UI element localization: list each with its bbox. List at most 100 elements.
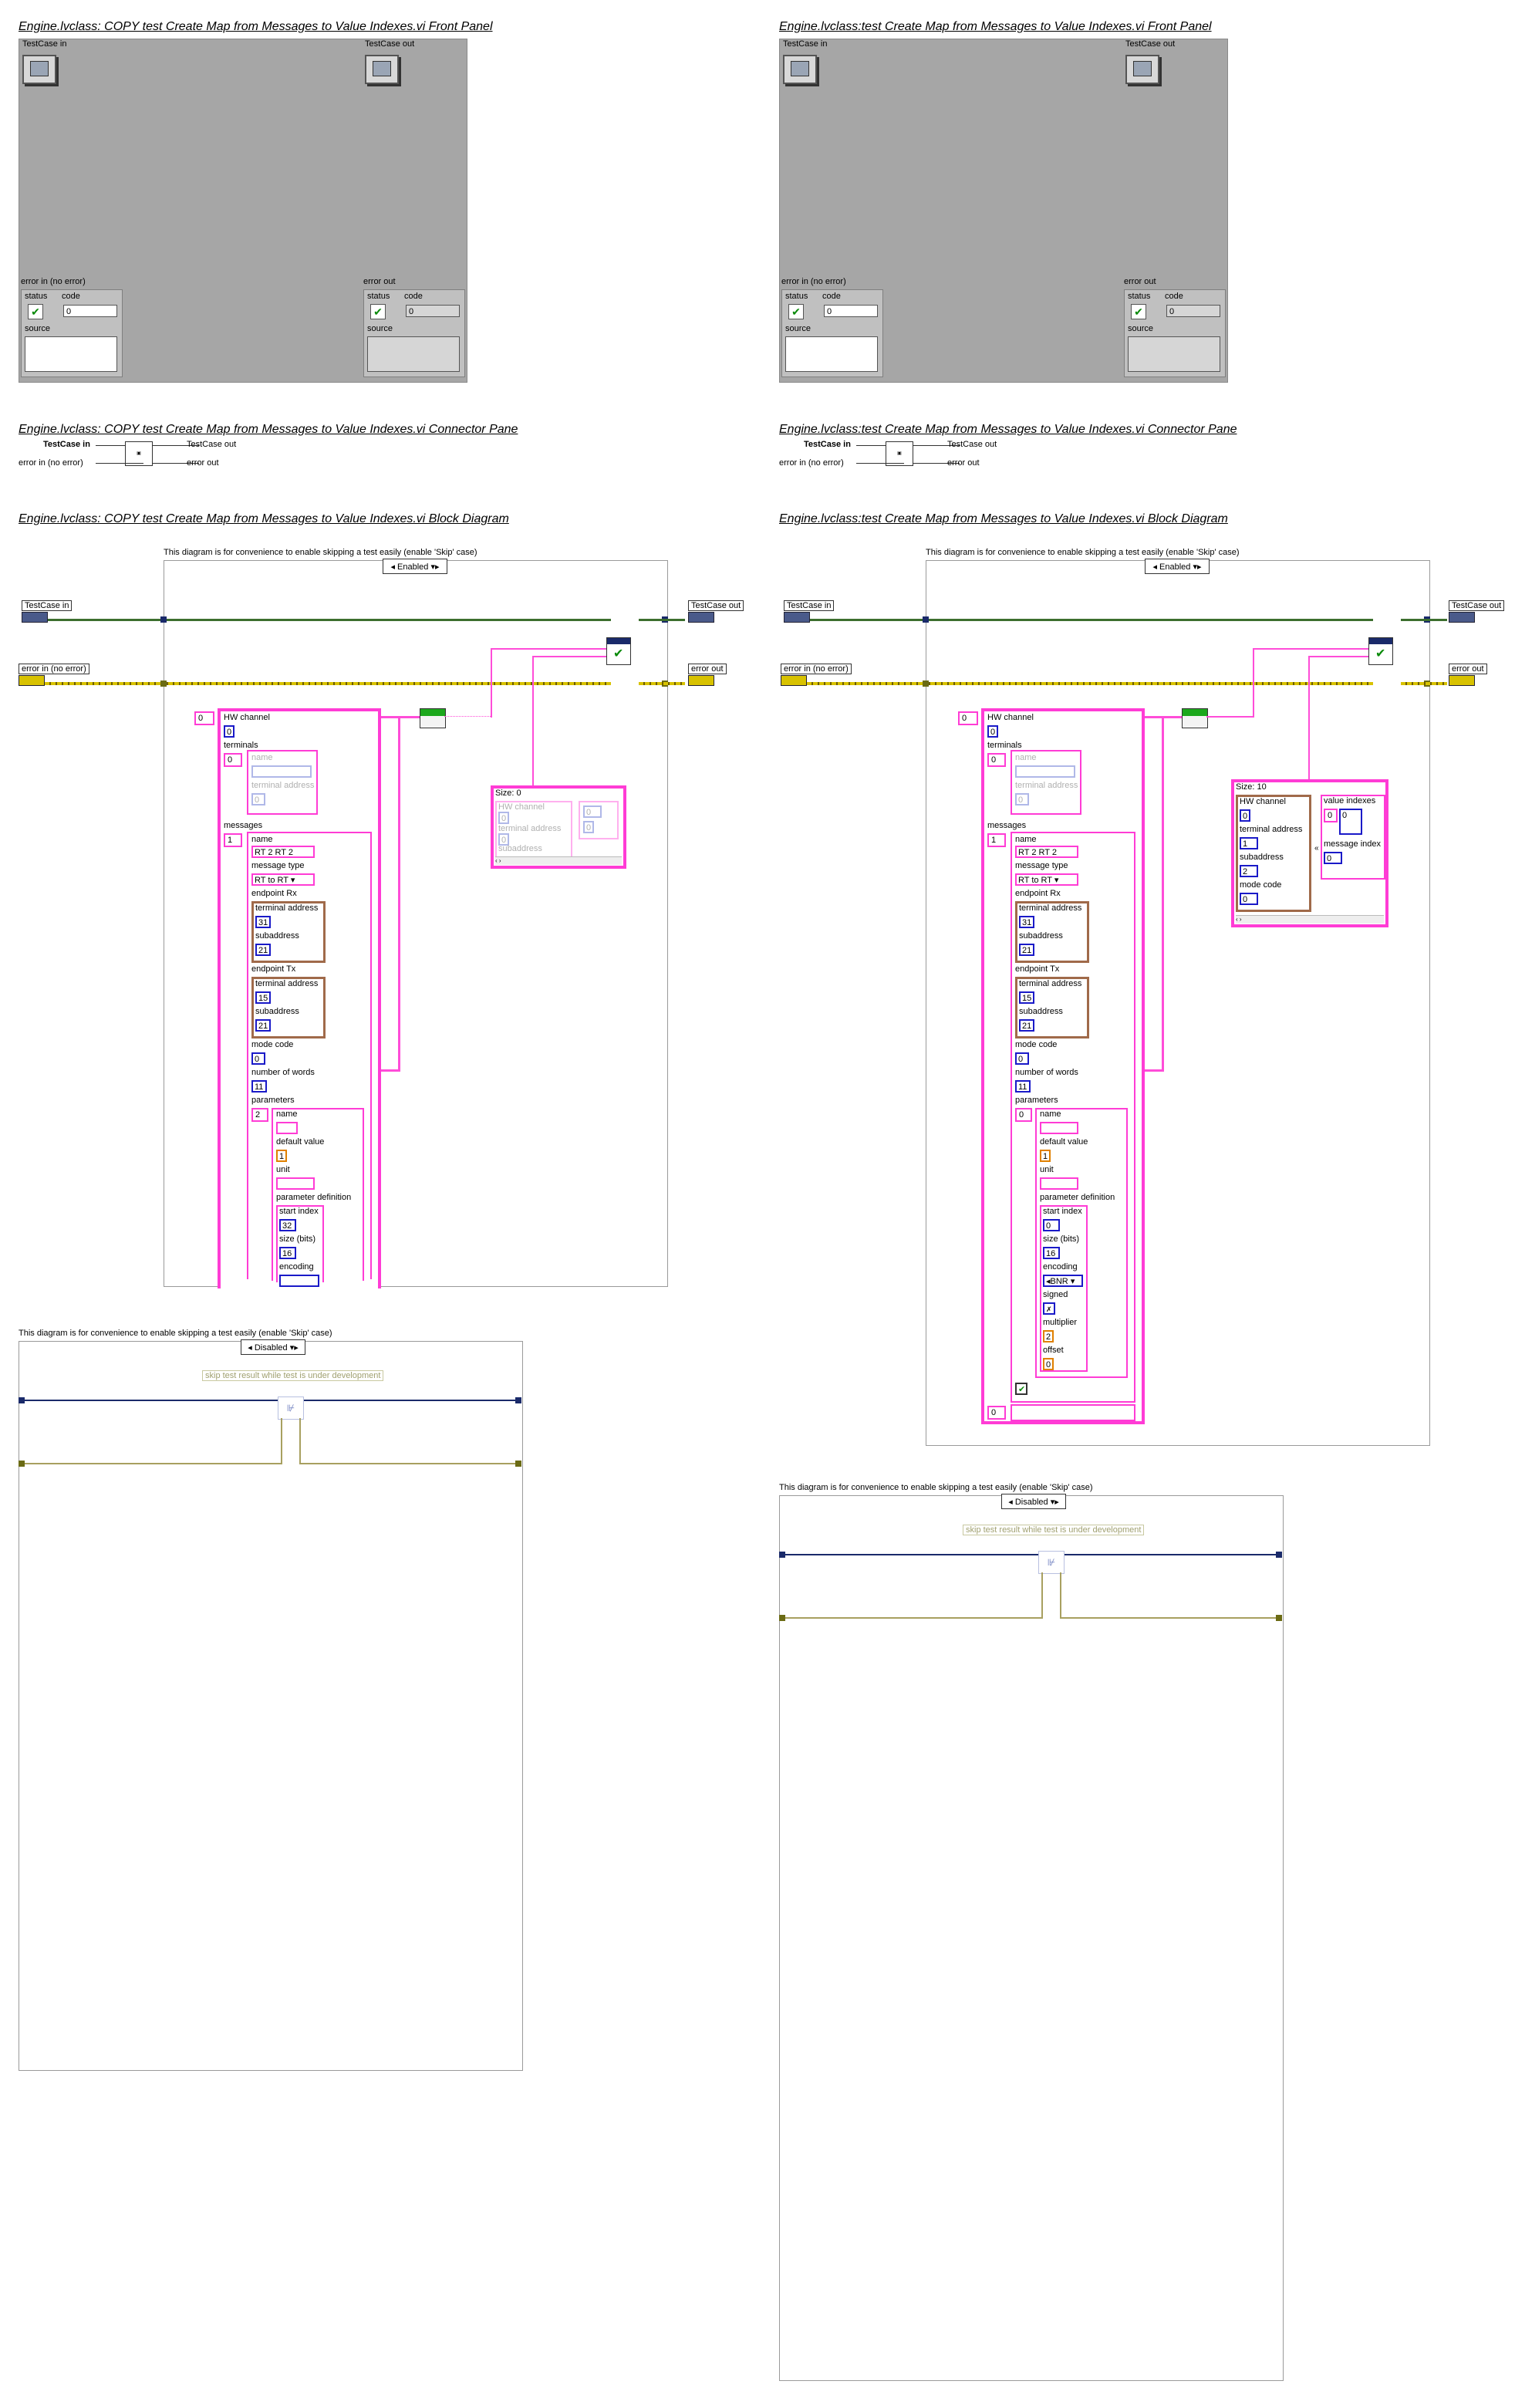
terminal-address-field[interactable]: 1 <box>1240 837 1258 849</box>
endpoint-tx-cluster[interactable]: terminal address 15 subaddress 21 <box>251 977 326 1039</box>
default-value-field[interactable]: 1 <box>276 1150 287 1162</box>
name-field[interactable] <box>1015 765 1075 778</box>
message-index-field[interactable]: 0 <box>1324 852 1342 864</box>
parameter-element[interactable]: name default value 1 unit parameter defi… <box>272 1108 364 1287</box>
message-element[interactable]: name RT 2 RT 2 message type RT to RT ▾ e… <box>1011 832 1135 1403</box>
signed-checkbox[interactable]: ✗ <box>1043 1302 1055 1315</box>
terminals-index[interactable]: 0 <box>224 753 242 767</box>
value-cluster[interactable]: value indexes 0 0 message index 0 <box>1321 795 1385 880</box>
key-cluster[interactable]: HW channel 0 terminal address 0 subaddre… <box>495 801 572 860</box>
terminals-index[interactable]: 0 <box>987 753 1006 767</box>
parameters-index[interactable]: 0 <box>1015 1108 1032 1122</box>
endpoint-rx-cluster[interactable]: terminal address 31 subaddress 21 <box>251 901 326 963</box>
number-of-words-field[interactable]: 11 <box>251 1080 267 1093</box>
source-field[interactable] <box>25 336 117 372</box>
rx-terminal-address[interactable]: 31 <box>255 916 271 928</box>
status-check-icon[interactable]: ✔ <box>28 304 43 319</box>
rx-terminal-address[interactable]: 31 <box>1019 916 1034 928</box>
terminal-element[interactable]: name terminal address 0 <box>247 750 318 815</box>
mode-code-field[interactable]: 0 <box>1240 893 1258 905</box>
terminal-address-field[interactable]: 0 <box>1015 793 1029 805</box>
array-index[interactable]: 0 <box>194 711 214 725</box>
terminal-address-field[interactable]: 0 <box>498 833 509 846</box>
skip-vi-icon[interactable]: ⊮ <box>1038 1551 1065 1574</box>
code-field[interactable]: 0 <box>63 305 117 317</box>
message-element[interactable]: name RT 2 RT 2 message type RT to RT ▾ e… <box>247 832 372 1287</box>
testcase-in-control-icon[interactable] <box>783 55 817 84</box>
boolean-constant[interactable]: ✔ <box>1015 1383 1027 1395</box>
tx-subaddress[interactable]: 21 <box>1019 1019 1034 1032</box>
test-data-cluster-constant[interactable]: HW channel 0 terminals 0 name terminal a… <box>218 708 381 1288</box>
inner-array-index[interactable]: 0 <box>987 1406 1006 1420</box>
case-selector[interactable]: ◂ Enabled ▾▸ <box>383 559 447 574</box>
value-indexes-array[interactable]: 0 <box>1339 809 1362 835</box>
message-type-ring[interactable]: RT to RT ▾ <box>251 873 315 886</box>
array-index[interactable]: 0 <box>958 711 978 725</box>
rx-subaddress[interactable]: 21 <box>255 944 271 956</box>
testcase-in-control-icon[interactable] <box>22 55 56 84</box>
parameter-element[interactable]: name default value 1 unit parameter defi… <box>1035 1108 1128 1378</box>
skip-result-constant[interactable]: skip test result while test is under dev… <box>202 1370 384 1381</box>
mode-code-field[interactable]: 0 <box>1015 1052 1029 1065</box>
encoding-ring[interactable] <box>279 1275 319 1287</box>
unit-field[interactable] <box>1040 1177 1078 1190</box>
empty-array-element[interactable] <box>1011 1404 1135 1421</box>
tx-subaddress[interactable]: 21 <box>255 1019 271 1032</box>
value-cluster[interactable]: 0 0 <box>579 801 619 839</box>
parameters-index[interactable]: 2 <box>251 1108 268 1122</box>
name-field[interactable] <box>251 765 312 778</box>
expected-map-constant[interactable]: Size: 10 HW channel 0 terminal address 1… <box>1231 779 1388 927</box>
case-selector[interactable]: ◂ Disabled ▾▸ <box>1001 1494 1066 1509</box>
size-bits-field[interactable]: 16 <box>1043 1247 1060 1259</box>
skip-result-constant[interactable]: skip test result while test is under dev… <box>963 1525 1145 1535</box>
terminal-element[interactable]: name terminal address 0 <box>1011 750 1081 815</box>
key-cluster[interactable]: HW channel 0 terminal address 1 subaddre… <box>1236 795 1311 912</box>
value-field[interactable]: 0 <box>583 821 594 833</box>
status-check-icon[interactable]: ✔ <box>788 304 804 319</box>
message-name-field[interactable]: RT 2 RT 2 <box>1015 846 1078 858</box>
start-index-field[interactable]: 0 <box>1043 1219 1060 1231</box>
parameter-name-field[interactable] <box>1040 1122 1078 1134</box>
size-bits-field[interactable]: 16 <box>279 1247 296 1259</box>
horizontal-scrollbar[interactable]: ‹ › <box>495 856 622 865</box>
parameter-definition-cluster[interactable]: start index 0 size (bits) 16 encoding ◂B… <box>1040 1205 1088 1372</box>
terminal-address-field[interactable]: 0 <box>251 793 265 805</box>
message-name-field[interactable]: RT 2 RT 2 <box>251 846 315 858</box>
skip-vi-icon[interactable]: ⊮ <box>278 1397 304 1420</box>
code-field[interactable]: 0 <box>824 305 878 317</box>
hw-channel-field[interactable]: 0 <box>987 725 998 738</box>
endpoint-rx-cluster[interactable]: terminal address 31 subaddress 21 <box>1015 901 1089 963</box>
start-index-field[interactable]: 32 <box>279 1219 296 1231</box>
case-selector[interactable]: ◂ Enabled ▾▸ <box>1145 559 1210 574</box>
messages-index[interactable]: 1 <box>987 833 1006 847</box>
assert-vi-icon[interactable]: ✔ <box>606 637 631 665</box>
parameter-definition-cluster[interactable]: start index 32 size (bits) 16 encoding <box>276 1205 324 1287</box>
value-index-field[interactable]: 0 <box>583 805 602 818</box>
value-indexes-index[interactable]: 0 <box>1324 809 1338 822</box>
hw-channel-field[interactable]: 0 <box>498 812 509 824</box>
test-data-cluster-constant[interactable]: HW channel 0 terminals 0 name terminal a… <box>981 708 1145 1424</box>
messages-index[interactable]: 1 <box>224 833 242 847</box>
endpoint-tx-cluster[interactable]: terminal address 15 subaddress 21 <box>1015 977 1089 1039</box>
message-type-ring[interactable]: RT to RT ▾ <box>1015 873 1078 886</box>
mode-code-field[interactable]: 0 <box>251 1052 265 1065</box>
parameter-name-field[interactable] <box>276 1122 298 1134</box>
number-of-words-field[interactable]: 11 <box>1015 1080 1031 1093</box>
encoding-ring[interactable]: ◂BNR ▾ <box>1043 1275 1083 1287</box>
tx-terminal-address[interactable]: 15 <box>1019 991 1034 1004</box>
default-value-field[interactable]: 1 <box>1040 1150 1051 1162</box>
unit-field[interactable] <box>276 1177 315 1190</box>
method-node[interactable] <box>420 708 446 728</box>
expected-map-constant[interactable]: Size: 0 HW channel 0 terminal address 0 … <box>491 785 626 869</box>
error-in-cluster[interactable]: status code ✔ 0 source <box>21 289 123 377</box>
offset-field[interactable]: 0 <box>1043 1358 1054 1370</box>
source-field[interactable] <box>785 336 878 372</box>
error-in-cluster[interactable]: status code ✔ 0 source <box>781 289 883 377</box>
hw-channel-field[interactable]: 0 <box>224 725 235 738</box>
horizontal-scrollbar[interactable]: ‹ › <box>1236 915 1384 924</box>
multiplier-field[interactable]: 2 <box>1043 1330 1054 1342</box>
rx-subaddress[interactable]: 21 <box>1019 944 1034 956</box>
tx-terminal-address[interactable]: 15 <box>255 991 271 1004</box>
case-selector[interactable]: ◂ Disabled ▾▸ <box>241 1339 305 1355</box>
assert-vi-icon[interactable]: ✔ <box>1368 637 1393 665</box>
